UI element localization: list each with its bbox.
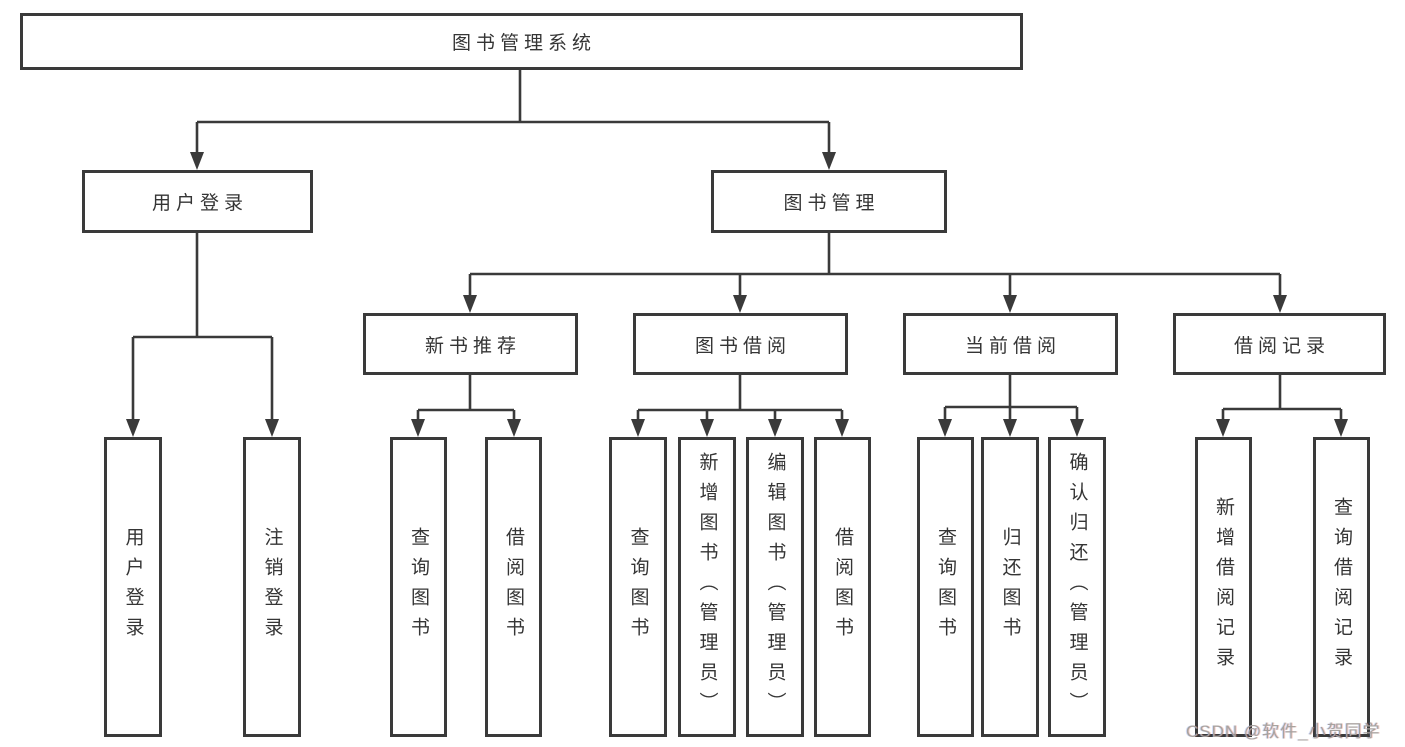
node-leaf-logout-label: 注销登录 (261, 527, 283, 647)
node-leaf-bb-borrow: 借阅图书 (814, 437, 871, 737)
node-book-borrow: 图书借阅 (633, 313, 848, 375)
arrowhead (1003, 419, 1017, 437)
node-leaf-nb-query-label: 查询图书 (408, 527, 429, 647)
node-root: 图书管理系统 (20, 13, 1023, 70)
node-current-borrow: 当前借阅 (903, 313, 1118, 375)
connector-bookborrow-to-leaves (636, 375, 844, 423)
arrowhead (411, 419, 425, 437)
connector-currentborrow-to-leaves (943, 375, 1079, 423)
node-leaf-cb-confirm-label: 确认归还（管理员） (1066, 452, 1088, 722)
arrowheads (126, 152, 1348, 437)
node-user-login: 用户登录 (82, 170, 313, 233)
node-leaf-cb-query: 查询图书 (917, 437, 974, 737)
node-leaf-cb-return: 归还图书 (981, 437, 1039, 737)
node-book-mgmt-label: 图书管理 (783, 193, 880, 214)
node-user-login-label: 用户登录 (151, 193, 248, 214)
node-leaf-cb-return-label: 归还图书 (999, 527, 1021, 647)
arrowhead (733, 295, 747, 313)
connector-root-to-level2 (195, 70, 831, 156)
node-leaf-bb-edit: 编辑图书（管理员） (746, 437, 804, 737)
node-leaf-user-login: 用户登录 (104, 437, 162, 737)
arrowhead (463, 295, 477, 313)
node-leaf-bb-add-label: 新增图书（管理员） (696, 452, 718, 722)
node-leaf-bb-query: 查询图书 (609, 437, 667, 737)
node-leaf-bb-add: 新增图书（管理员） (678, 437, 736, 737)
node-leaf-user-login-label: 用户登录 (122, 527, 144, 647)
connector-borrowrecords-to-leaves (1221, 375, 1343, 423)
node-leaf-bb-edit-label: 编辑图书（管理员） (764, 452, 786, 722)
node-leaf-nb-borrow: 借阅图书 (485, 437, 542, 737)
node-leaf-br-query-label: 查询借阅记录 (1331, 497, 1352, 677)
node-leaf-nb-borrow-label: 借阅图书 (503, 527, 524, 647)
node-leaf-br-add: 新增借阅记录 (1195, 437, 1252, 737)
watermark: CSDN @软件_小贺同学 (1186, 722, 1381, 741)
arrowhead (265, 419, 279, 437)
arrowhead (507, 419, 521, 437)
arrowhead (768, 419, 782, 437)
arrowhead (1334, 419, 1348, 437)
arrowhead (700, 419, 714, 437)
node-root-label: 图书管理系统 (451, 33, 596, 54)
node-leaf-br-add-label: 新增借阅记录 (1213, 497, 1234, 677)
arrowhead (126, 419, 140, 437)
arrowhead (835, 419, 849, 437)
arrowhead (1070, 419, 1084, 437)
arrowhead (1003, 295, 1017, 313)
node-leaf-bb-borrow-label: 借阅图书 (832, 527, 853, 647)
node-leaf-logout: 注销登录 (243, 437, 301, 737)
node-borrow-records-label: 借阅记录 (1233, 335, 1330, 357)
arrowhead (938, 419, 952, 437)
connector-bookmgmt-to-level3 (468, 233, 1282, 299)
node-book-mgmt: 图书管理 (711, 170, 947, 233)
arrowhead (822, 152, 836, 170)
node-new-book-rec-label: 新书推荐 (424, 335, 521, 357)
node-leaf-bb-query-label: 查询图书 (627, 527, 649, 647)
node-leaf-cb-query-label: 查询图书 (935, 527, 956, 647)
node-leaf-cb-confirm: 确认归还（管理员） (1048, 437, 1106, 737)
arrowhead (631, 419, 645, 437)
node-current-borrow-label: 当前借阅 (964, 335, 1061, 357)
arrowhead (1273, 295, 1287, 313)
connector-newbookrec-to-leaves (416, 375, 516, 423)
connector-userlogin-to-leaves (131, 233, 274, 423)
node-new-book-rec: 新书推荐 (363, 313, 578, 375)
node-leaf-nb-query: 查询图书 (390, 437, 447, 737)
arrowhead (190, 152, 204, 170)
node-book-borrow-label: 图书借阅 (694, 335, 791, 357)
arrowhead (1216, 419, 1230, 437)
node-leaf-br-query: 查询借阅记录 (1313, 437, 1370, 737)
node-borrow-records: 借阅记录 (1173, 313, 1386, 375)
